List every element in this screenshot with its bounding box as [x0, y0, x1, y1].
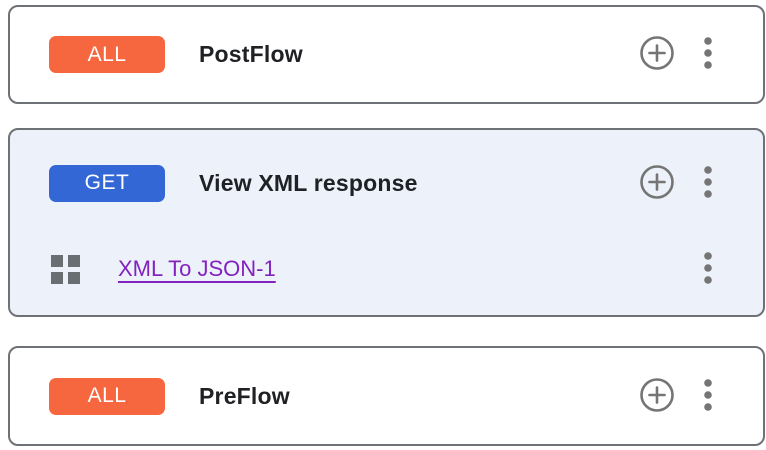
- flow-more-menu-button[interactable]: [701, 34, 715, 75]
- flow-card-view-xml-response: GET View XML response: [8, 128, 765, 317]
- policy-row: XML To JSON-1: [10, 236, 763, 302]
- flow-header-row: ALL PreFlow: [10, 348, 763, 444]
- kebab-menu-icon: [703, 251, 713, 288]
- flow-title: PreFlow: [199, 382, 290, 409]
- policy-link-xml-to-json[interactable]: XML To JSON-1: [118, 256, 276, 281]
- flow-card-postflow: ALL PostFlow: [8, 5, 765, 104]
- flow-header-row: GET View XML response: [10, 130, 763, 236]
- method-badge: ALL: [49, 36, 165, 73]
- flow-title: PostFlow: [199, 41, 303, 67]
- plus-circle-icon: [639, 164, 675, 203]
- add-step-button[interactable]: [637, 162, 677, 205]
- policy-more-menu-button[interactable]: [701, 249, 715, 290]
- flow-header-row: ALL PostFlow: [10, 7, 763, 102]
- kebab-menu-icon: [703, 378, 713, 415]
- flow-more-menu-button[interactable]: [701, 163, 715, 204]
- kebab-menu-icon: [703, 165, 713, 202]
- method-badge: GET: [49, 164, 165, 202]
- add-step-button[interactable]: [637, 33, 677, 76]
- flow-title: View XML response: [199, 169, 418, 196]
- plus-circle-icon: [639, 377, 675, 416]
- kebab-menu-icon: [703, 36, 713, 73]
- plus-circle-icon: [639, 35, 675, 74]
- flow-more-menu-button[interactable]: [701, 376, 715, 417]
- method-badge: ALL: [49, 377, 165, 415]
- flow-card-preflow: ALL PreFlow: [8, 346, 765, 446]
- policy-grid-icon: [50, 254, 81, 285]
- add-step-button[interactable]: [637, 375, 677, 418]
